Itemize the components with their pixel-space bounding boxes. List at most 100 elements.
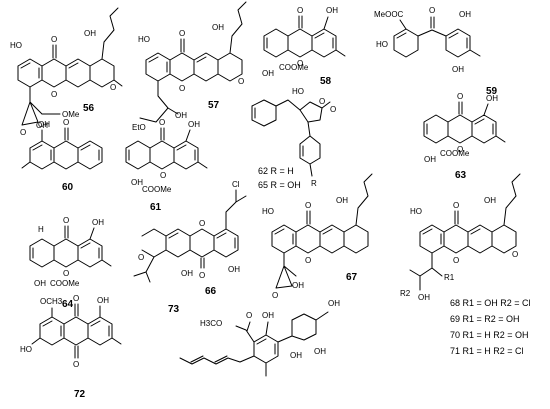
atom-label: OMe (62, 110, 80, 119)
atom-label: HO (376, 40, 388, 49)
atom-label: HO (20, 345, 32, 354)
atom-label: O (453, 201, 459, 210)
atom-label: O (297, 6, 303, 15)
compound-number: 60 (62, 182, 74, 193)
atom-label: HO (262, 207, 274, 216)
atom-label: O (179, 29, 185, 38)
atom-label: O (272, 291, 278, 300)
atom-label: OH (175, 111, 187, 120)
atom-label: OH (459, 10, 471, 19)
structure-72 (31, 303, 122, 359)
atom-label: O (73, 294, 79, 303)
atom-label: O (246, 311, 252, 320)
compound-number: 63 (455, 170, 467, 181)
atom-label: R2 (400, 289, 411, 298)
atom-label: O (457, 92, 463, 101)
atom-label: OH (336, 196, 348, 205)
atom-label: O (457, 145, 463, 154)
structure-67 (271, 173, 373, 289)
substituent-note: 69 R1 = R2 = OH (450, 314, 520, 324)
atom-label: O (20, 128, 26, 137)
atom-label: OH (34, 279, 46, 288)
atom-label: OH (418, 293, 430, 302)
atom-label: OH (181, 269, 193, 278)
structure-56 (17, 7, 123, 126)
atom-label: OH (97, 296, 109, 305)
atom-label: HO (138, 35, 150, 44)
atom-label: OH (212, 23, 224, 32)
atom-label: OH (92, 218, 104, 227)
compound-number: 67 (346, 272, 358, 283)
atom-label: HO (410, 207, 422, 216)
structure-62-65 (251, 99, 331, 177)
structure-58 (263, 15, 346, 58)
atom-label: O (429, 6, 435, 15)
structure-60 (21, 127, 103, 170)
compound-number: 61 (150, 202, 162, 213)
structure-73 (179, 311, 329, 377)
atom-label: OH (38, 120, 50, 129)
atom-label: O (63, 216, 69, 225)
atom-label: OH (262, 69, 274, 78)
atom-label: COOMe (279, 63, 309, 72)
structure-66 (133, 189, 247, 283)
atom-label: OH (262, 311, 274, 320)
substituent-note: 71 R1 = H R2 = Cl (450, 346, 524, 356)
atom-label: Cl (232, 180, 240, 189)
substituent-note: 70 R1 = H R2 = OH (450, 330, 529, 340)
atom-label: OH (131, 178, 143, 187)
atom-label: OH (84, 29, 96, 38)
compound-number: 66 (205, 286, 217, 297)
atom-label: H (38, 225, 44, 234)
compound-number: 72 (74, 389, 86, 400)
substituent-note: 65 R = OH (258, 180, 301, 190)
atom-label: O (63, 118, 69, 127)
atom-label: O (512, 250, 518, 259)
atom-label: COOMe (440, 149, 470, 158)
atom-label: O (319, 97, 325, 106)
atom-label: O (51, 35, 57, 44)
structure-68-71 (409, 173, 521, 291)
compound-number: 58 (320, 76, 332, 87)
atom-label: H3CO (200, 319, 222, 328)
structure-63 (423, 101, 506, 144)
compound-number: 64 (62, 299, 74, 310)
atom-label: MeOOC (374, 10, 404, 19)
atom-label: OH (424, 155, 436, 164)
atom-label: OH (188, 120, 200, 129)
structure-59 (393, 16, 481, 58)
atom-label: HO (10, 41, 22, 50)
atom-label: OH (292, 281, 304, 290)
atom-label: R1 (444, 273, 455, 282)
atom-label: OH (328, 299, 340, 308)
atom-label: O (305, 256, 311, 265)
atom-label: OH (452, 65, 464, 74)
atom-label: OH (326, 6, 338, 15)
atom-label: O (453, 256, 459, 265)
substituent-note: 62 R = H (258, 166, 294, 176)
atom-label: OH (290, 351, 302, 360)
atom-label: O (110, 83, 116, 92)
structure-64 (29, 225, 112, 268)
atom-label: O (179, 84, 185, 93)
atom-label: COOMe (142, 185, 172, 194)
atom-label: O (138, 253, 144, 262)
atom-label: OH (36, 121, 48, 130)
atom-label: OH (228, 265, 240, 274)
atom-label: O (199, 271, 205, 280)
atom-label: OH (314, 347, 326, 356)
atom-label: O (159, 118, 165, 127)
atom-label: EtO (132, 123, 146, 132)
atom-label: OH (484, 196, 496, 205)
atom-label: HO (292, 87, 304, 96)
atom-label: COOMe (50, 279, 80, 288)
atom-label: O (199, 219, 205, 228)
atom-label: O (297, 59, 303, 68)
atom-label: R (311, 179, 317, 188)
atom-label: O (51, 90, 57, 99)
atom-label: OCH3 (40, 297, 63, 306)
atom-label: O (73, 360, 79, 369)
structure-61 (125, 127, 208, 170)
substituent-note: 68 R1 = OH R2 = Cl (450, 298, 531, 308)
